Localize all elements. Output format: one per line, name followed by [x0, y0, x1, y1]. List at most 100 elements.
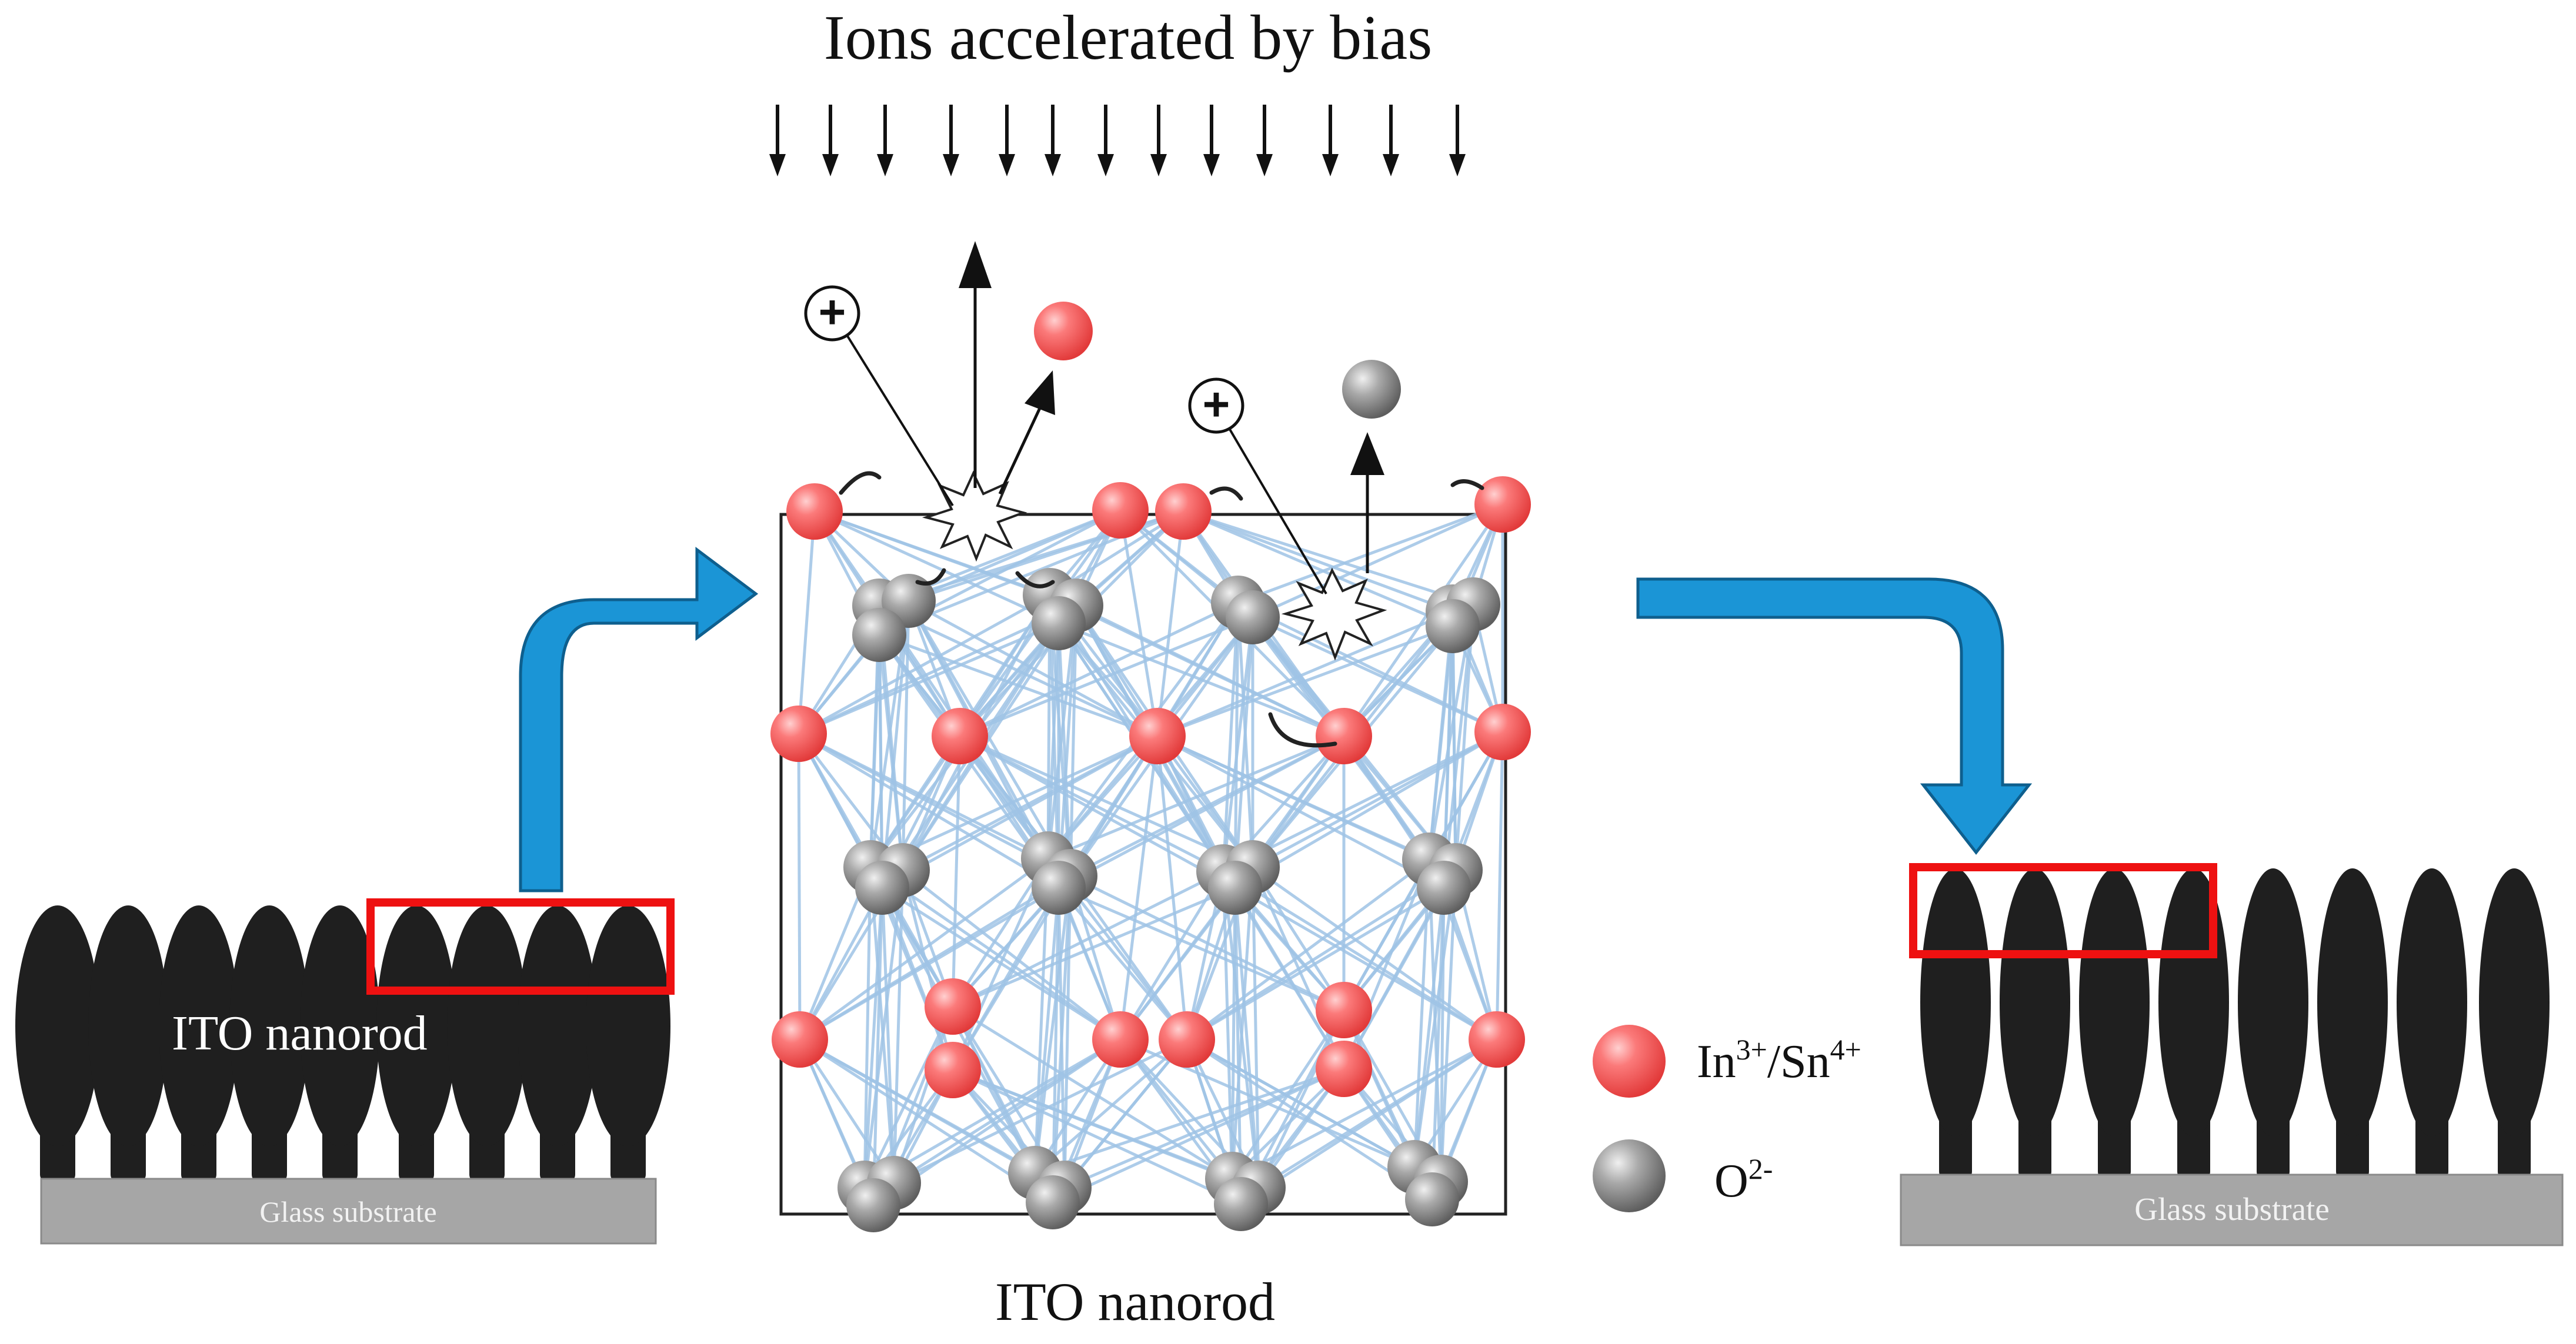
- lattice-bond: [1234, 886, 1498, 1041]
- lattice-bond: [1046, 605, 1078, 859]
- lattice-bond: [1069, 875, 1189, 1041]
- oxygen-atom: [1226, 590, 1280, 644]
- nanorod: [2238, 868, 2308, 1179]
- lattice-bond: [1222, 617, 1254, 872]
- lattice-bond: [1057, 887, 1188, 1041]
- cation-atom: [772, 1011, 828, 1068]
- lattice-bond: [1251, 867, 1260, 1188]
- lattice-bond: [951, 857, 1050, 1071]
- down-arrow-icon: [1383, 105, 1399, 176]
- arrowhead-icon: [1350, 432, 1384, 475]
- nanorod: [2158, 868, 2229, 1179]
- lattice-bond: [1252, 730, 1504, 869]
- down-arrow-icon: [1203, 105, 1220, 176]
- lattice-bond: [799, 886, 1060, 1041]
- cation-atom: [1129, 708, 1186, 764]
- glass-substrate: [1900, 1174, 2564, 1246]
- plus-icon: +: [1188, 377, 1244, 434]
- oxygen-atom: [1417, 861, 1471, 915]
- lattice-bond: [1069, 874, 1345, 1012]
- flow-arrow-icon: [519, 547, 759, 892]
- legend-anion-swatch: [1593, 1139, 1666, 1212]
- lattice-bond: [1052, 1067, 1345, 1204]
- explosion-icon: [1281, 567, 1387, 661]
- lattice-bond: [902, 869, 1122, 1041]
- lattice-bond: [880, 887, 896, 1183]
- lattice-bond: [1233, 617, 1254, 888]
- nanorod: [229, 905, 309, 1182]
- lattice-bond: [952, 1005, 1233, 1181]
- cation-atom: [932, 708, 988, 764]
- left-nanorod-array: [15, 905, 670, 1182]
- lattice-bond: [1119, 870, 1225, 1041]
- down-arrow-icon: [1097, 105, 1114, 176]
- lattice-bond: [863, 867, 872, 1188]
- nanorod: [2000, 868, 2070, 1179]
- lattice-bond: [1033, 875, 1072, 1174]
- lattice-bond: [797, 511, 816, 734]
- svg-text:+: +: [1203, 378, 1230, 430]
- cation-atom: [1092, 1011, 1149, 1068]
- cation-atom: [1316, 982, 1372, 1038]
- lattice-bond: [880, 887, 955, 1071]
- lattice-bond: [1495, 731, 1504, 1040]
- lattice-bond: [1183, 510, 1453, 628]
- lattice-bond: [952, 870, 1224, 1008]
- lattice-bond: [1251, 866, 1346, 1070]
- nanorod: [1920, 868, 1991, 1179]
- lattice-bond: [1451, 626, 1457, 871]
- ion-arrows: [769, 105, 1466, 176]
- ejected-cation: [1034, 302, 1093, 360]
- lattice-bond: [1454, 604, 1475, 871]
- lattice-bond: [1046, 623, 1060, 859]
- lattice-bond: [952, 1068, 1242, 1206]
- cation-atom: [1316, 708, 1372, 764]
- glass-substrate: [40, 1178, 657, 1245]
- oxygen-atom: [846, 1178, 900, 1232]
- nanorod: [586, 905, 670, 1182]
- nanorod: [2397, 868, 2467, 1179]
- lattice-bond: [1183, 510, 1474, 606]
- cation-atom: [1469, 1011, 1525, 1068]
- nanorod: [518, 905, 598, 1182]
- lattice-bond: [1413, 870, 1457, 1168]
- highlight-box: [1909, 863, 2217, 958]
- oxygen-atom: [855, 861, 909, 915]
- lattice-bond: [1222, 871, 1234, 1179]
- down-arrow-icon: [943, 105, 959, 176]
- lattice-bond: [1119, 887, 1236, 1041]
- down-arrow-icon: [769, 105, 786, 176]
- lattice-bond: [1183, 510, 1453, 613]
- cation-atom: [1316, 1041, 1372, 1097]
- down-arrow-icon: [1449, 105, 1466, 176]
- nanorod: [15, 905, 100, 1182]
- right-nanorod-array: [1920, 868, 2550, 1179]
- plus-icon: +: [804, 285, 860, 342]
- lattice-bond: [1439, 870, 1457, 1182]
- arrowhead-icon: [1025, 370, 1055, 415]
- down-arrow-icon: [877, 105, 893, 176]
- oxygen-atom: [1032, 596, 1086, 650]
- flow-arrow-icon: [1636, 577, 2033, 855]
- lattice-bond: [1342, 858, 1431, 1011]
- highlight-box: [366, 898, 675, 995]
- lattice-bond: [1034, 1038, 1188, 1174]
- nanorod: [447, 905, 527, 1182]
- lattice-bond: [880, 600, 910, 888]
- down-arrow-icon: [1256, 105, 1273, 176]
- lattice-bond: [813, 510, 1060, 625]
- lattice-bond: [1057, 734, 1345, 890]
- down-arrow-icon: [1322, 105, 1339, 176]
- lattice-bond: [1237, 503, 1503, 604]
- lattice-bond: [1222, 602, 1240, 872]
- lattice-bond: [869, 865, 1122, 1041]
- oxygen-atom: [1405, 1172, 1459, 1226]
- nanorod: [2317, 868, 2388, 1179]
- nanorod: [159, 905, 239, 1182]
- lattice-bond: [1033, 887, 1060, 1174]
- arrowhead-icon: [959, 241, 992, 288]
- lattice-bond: [1413, 887, 1446, 1168]
- lattice-bond: [1186, 868, 1457, 1041]
- cation-atom: [786, 483, 843, 540]
- oxygen-atom: [1426, 599, 1480, 653]
